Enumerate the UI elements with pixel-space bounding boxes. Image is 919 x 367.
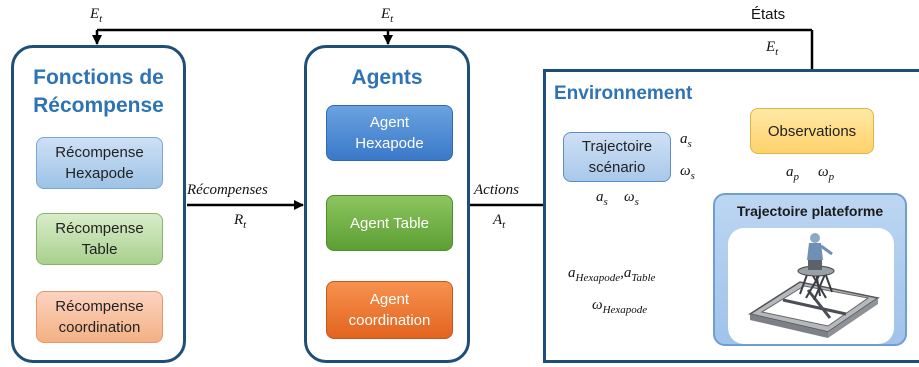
agent-table-line1: Agent Table	[350, 214, 429, 232]
label-actions: Actions	[474, 182, 519, 198]
platform-trajectory-box: Trajectoire plateforme	[713, 193, 907, 346]
label-etats: États	[751, 6, 786, 23]
agent-coordination-box: Agent coordination	[326, 281, 453, 339]
environment-title: Environnement	[554, 83, 693, 104]
label-ws-mid: ωs	[624, 189, 639, 208]
agent-table-box: Agent Table	[326, 195, 453, 251]
observations-box: Observations	[750, 108, 874, 154]
reward-hexapode-line1: Récompense	[55, 144, 144, 161]
label-as-mid: as	[596, 189, 608, 208]
label-recompenses: Récompenses	[187, 182, 268, 198]
label-ap: ap	[786, 164, 799, 183]
reward-table-line1: Récompense	[55, 220, 144, 237]
agent-coordination-line2: coordination	[348, 312, 431, 329]
label-ws-top: ωs	[680, 163, 695, 182]
label-wp: ωp	[818, 164, 835, 183]
platform-image-frame	[728, 228, 894, 344]
label-Et-left: Et	[90, 6, 103, 25]
trajectory-scenario-line1: Trajectoire	[581, 138, 653, 155]
reward-hexapode-line2: Hexapode	[65, 165, 134, 182]
label-w-hexapode: ωHexapode	[592, 297, 648, 316]
agent-hexapode-line1: Agent	[369, 114, 410, 131]
platform-trajectory-title: Trajectoire plateforme	[736, 203, 884, 219]
label-Et-right: Et	[766, 39, 779, 58]
label-Et-middle: Et	[381, 6, 394, 25]
trajectory-scenario-line2: scénario	[588, 159, 646, 176]
agent-coordination-line1: Agent	[369, 291, 410, 308]
reward-table-line2: Table	[81, 241, 118, 258]
label-a-hexapode-a-table: aHexapode,aTable	[568, 265, 656, 284]
reward-coordination-box: Récompense coordination	[36, 291, 163, 343]
reward-coordination-line2: coordination	[58, 319, 141, 336]
trajectory-scenario-box: Trajectoire scénario	[563, 132, 671, 182]
reward-panel-title-line2: Récompense	[33, 94, 164, 117]
agent-hexapode-line2: Hexapode	[355, 135, 424, 152]
label-At: At	[493, 212, 506, 231]
observations-label: Observations	[767, 122, 857, 140]
label-Rt: Rt	[234, 212, 247, 231]
agents-panel-title: Agents	[351, 66, 423, 89]
reward-panel-title-line1: Fonctions de	[33, 66, 164, 89]
platform-simulator-image	[748, 233, 880, 338]
label-as-top: as	[680, 131, 692, 150]
reward-coordination-line1: Récompense	[55, 298, 144, 315]
